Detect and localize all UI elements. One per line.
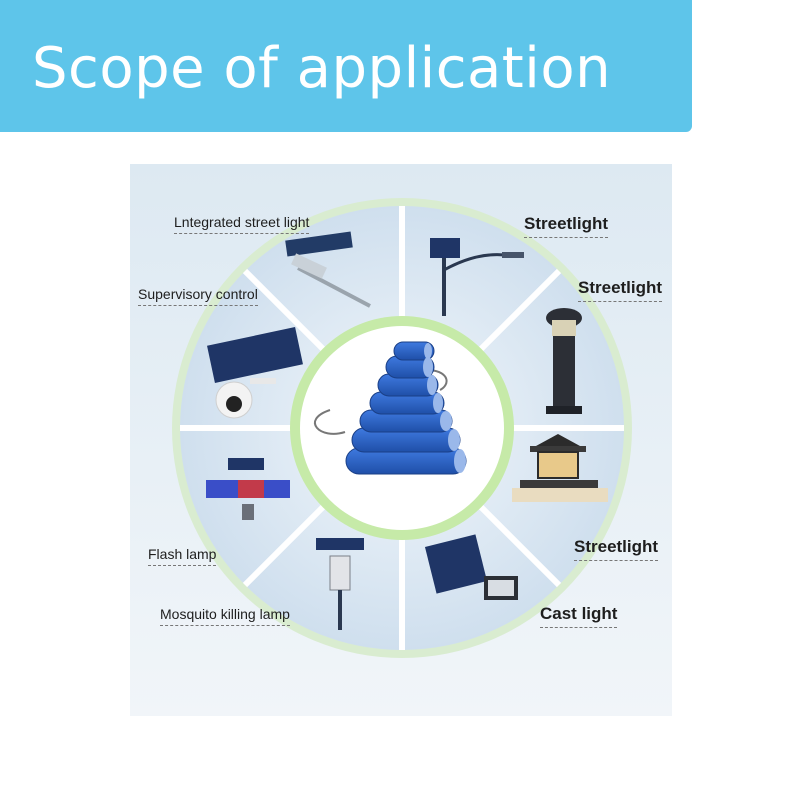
- solar-pole-lamp-icon: [430, 238, 524, 316]
- header-banner: Scope of application: [0, 0, 692, 132]
- solar-security-camera-icon: [207, 327, 303, 419]
- label-flash-lamp: Flash lamp: [148, 546, 217, 566]
- battery-pack-stack-icon: [314, 341, 467, 475]
- solar-street-light-icon: [285, 231, 371, 308]
- solar-warning-flash-lamp-icon: [206, 458, 290, 520]
- label-mosquito-killing-lamp: Mosquito killing lamp: [160, 606, 290, 626]
- garden-bollard-lamp-icon: [546, 308, 582, 414]
- label-cast-light: Cast light: [540, 604, 618, 628]
- label-streetlight-2: Streetlight: [578, 278, 663, 302]
- solar-flood-light-icon: [424, 534, 518, 600]
- pillar-lantern-icon: [512, 434, 608, 502]
- label-streetlight-3: Streetlight: [574, 537, 659, 561]
- label-streetlight-1: Streetlight: [524, 214, 609, 238]
- label-integrated-street-light: Lntegrated street light: [174, 214, 310, 234]
- mosquito-killer-lamp-icon: [316, 538, 364, 630]
- page-title: Scope of application: [32, 36, 612, 101]
- label-supervisory-control: Supervisory control: [138, 286, 258, 306]
